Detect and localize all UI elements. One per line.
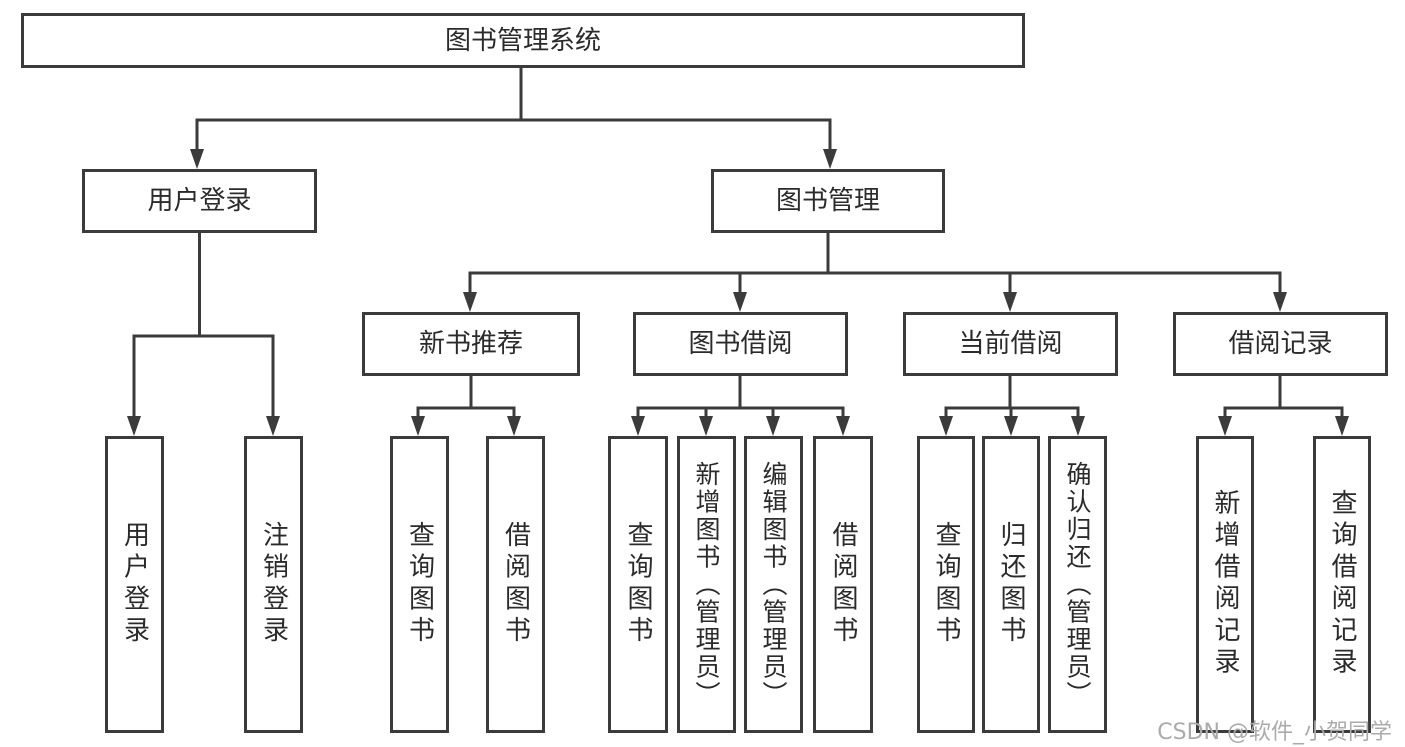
leaf-return-book: 归还图书 — [982, 436, 1040, 733]
leaf-label: 注销登录 — [258, 521, 289, 648]
arrowhead-icon — [190, 149, 204, 169]
node-new-book-recommend: 新书推荐 — [362, 312, 580, 376]
connector-new-book-recommend — [411, 374, 521, 436]
leaf-borrow-book-recommend: 借阅图书 — [486, 436, 545, 733]
arrowhead-icon — [1071, 416, 1085, 436]
leaf-add-borrow-record: 新增借阅记录 — [1196, 436, 1254, 733]
arrowhead-icon — [836, 416, 850, 436]
node-book-borrow: 图书借阅 — [633, 312, 848, 376]
leaf-label: 查询借阅记录 — [1327, 489, 1357, 680]
connector-user-login — [127, 231, 280, 436]
leaf-label: 归还图书 — [996, 521, 1026, 648]
arrowhead-icon — [507, 416, 521, 436]
arrowhead-icon — [411, 416, 425, 436]
node-root: 图书管理系统 — [21, 13, 1025, 68]
arrowhead-icon — [823, 149, 837, 169]
node-user-login: 用户登录 — [82, 169, 317, 233]
leaf-label: 用户登录 — [119, 521, 150, 648]
leaf-label: 借阅图书 — [828, 521, 858, 648]
arrowhead-icon — [733, 292, 747, 312]
leaf-label: 新增图书（管理员） — [692, 460, 721, 709]
leaf-add-book-admin: 新增图书（管理员） — [677, 436, 736, 733]
arrowhead-icon — [1218, 416, 1232, 436]
connector-book-management — [463, 231, 1287, 312]
leaf-label: 借阅图书 — [500, 521, 531, 648]
leaf-logout: 注销登录 — [244, 436, 303, 733]
leaf-label: 查询图书 — [931, 521, 961, 648]
leaf-query-borrow-record: 查询借阅记录 — [1313, 436, 1371, 733]
connector-book-borrow — [631, 374, 850, 436]
arrowhead-icon — [1335, 416, 1349, 436]
connector-current-borrow — [939, 374, 1085, 436]
arrowhead-icon — [766, 416, 780, 436]
leaf-label: 确认归还（管理员） — [1063, 460, 1092, 709]
arrowhead-icon — [127, 416, 141, 436]
leaf-label: 查询图书 — [404, 521, 435, 648]
leaf-query-book-recommend: 查询图书 — [390, 436, 449, 733]
leaf-borrow-book: 借阅图书 — [813, 436, 873, 733]
arrowhead-icon — [631, 416, 645, 436]
leaf-query-book-borrow: 查询图书 — [608, 436, 668, 733]
connector-root — [190, 66, 837, 169]
arrowhead-icon — [1273, 292, 1287, 312]
arrowhead-icon — [1003, 292, 1017, 312]
node-book-management: 图书管理 — [711, 169, 945, 233]
leaf-query-book-current: 查询图书 — [917, 436, 975, 733]
connector-borrow-records — [1218, 374, 1349, 436]
node-borrow-records: 借阅记录 — [1173, 312, 1388, 376]
watermark: CSDN @软件_小贺同学 — [1157, 720, 1392, 745]
leaf-edit-book-admin: 编辑图书（管理员） — [744, 436, 803, 733]
leaf-label: 查询图书 — [623, 521, 653, 648]
node-current-borrow: 当前借阅 — [903, 312, 1118, 376]
arrowhead-icon — [939, 416, 953, 436]
arrowhead-icon — [699, 416, 713, 436]
leaf-label: 编辑图书（管理员） — [759, 460, 788, 709]
leaf-label: 新增借阅记录 — [1210, 489, 1240, 680]
arrowhead-icon — [1004, 416, 1018, 436]
arrowhead-icon — [463, 292, 477, 312]
leaf-user-login: 用户登录 — [105, 436, 164, 733]
leaf-confirm-return-admin: 确认归还（管理员） — [1048, 436, 1107, 733]
arrowhead-icon — [266, 416, 280, 436]
